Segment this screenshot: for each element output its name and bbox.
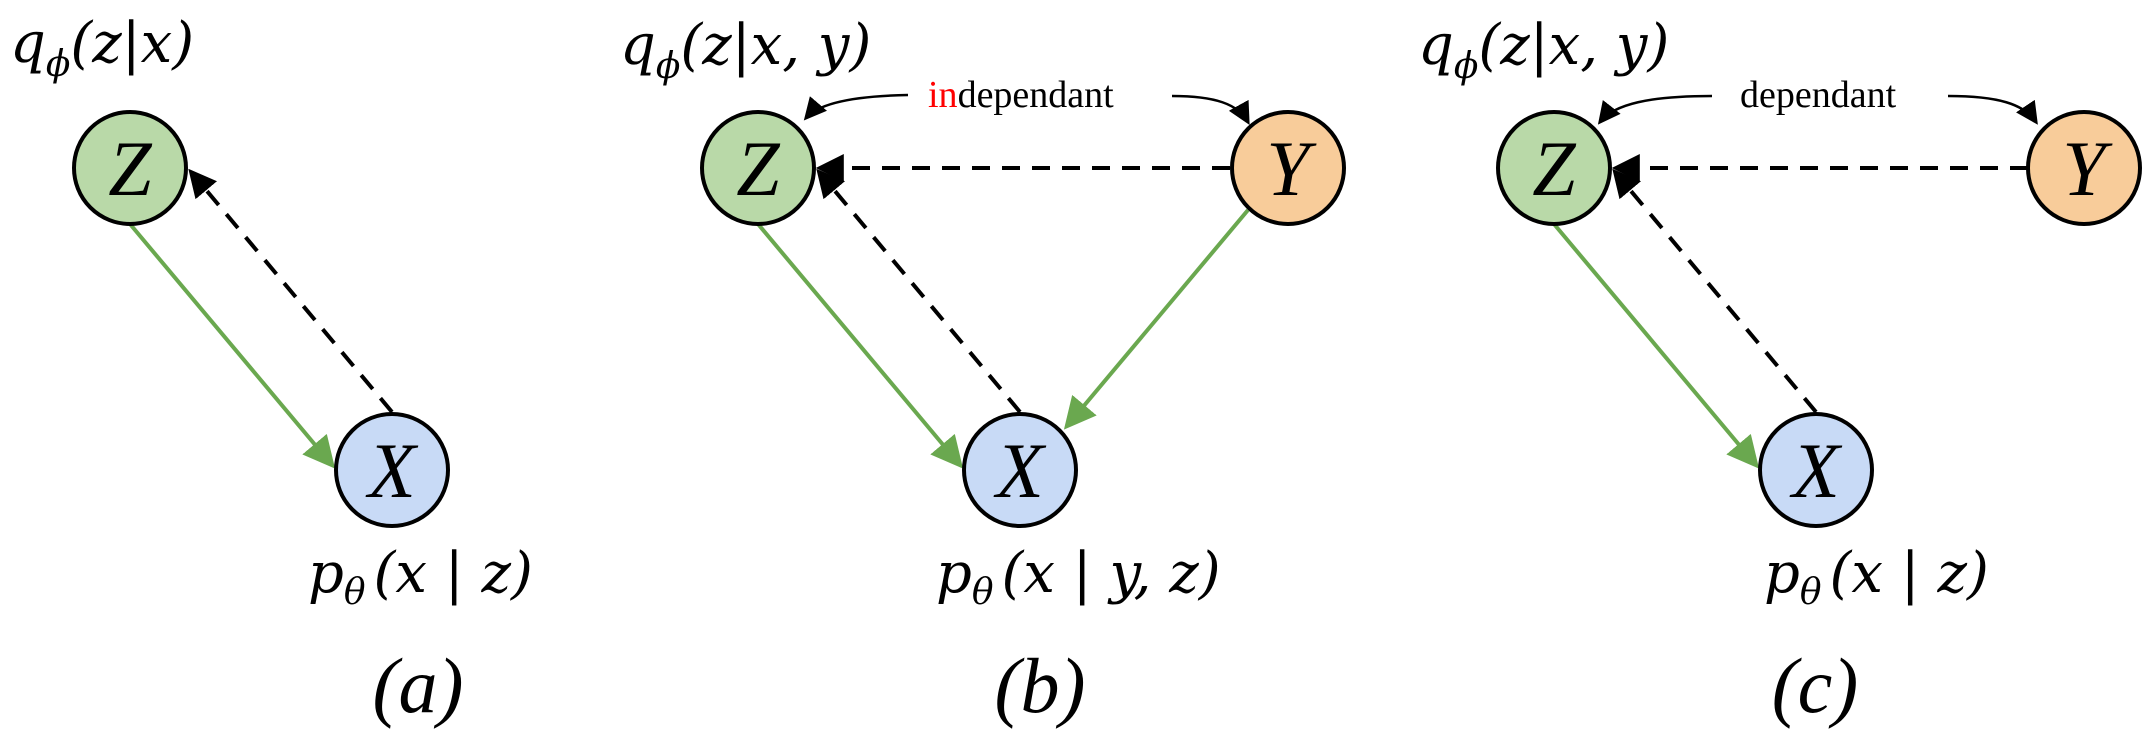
panel-a-node-x: X — [334, 412, 450, 528]
panel-b: qϕ(z|x, y) independant Z Y X pθ(x | y, z… — [620, 13, 1346, 729]
panel-b-q-label: qϕ(z|x, y) — [620, 13, 871, 87]
panel-c-relation-label: dependant — [1740, 74, 1897, 116]
panel-b-inference-edge-x-to-z — [816, 168, 1022, 414]
panel-a-node-z: Z — [72, 110, 188, 226]
panel-c-node-z: Z — [1496, 110, 1612, 226]
svg-text:Y: Y — [2062, 125, 2113, 212]
panel-a-p-label: pθ(x | z) — [308, 541, 533, 613]
panel-b-node-x: X — [962, 412, 1078, 528]
svg-text:X: X — [993, 427, 1047, 514]
svg-text:Z: Z — [736, 125, 781, 212]
panel-b-node-y: Y — [1230, 110, 1346, 226]
panel-c-q-label: qϕ(z|x, y) — [1418, 13, 1669, 87]
panel-b-node-z: Z — [700, 110, 816, 226]
panel-c-node-x: X — [1758, 412, 1874, 528]
panel-b-generative-edge-y-to-x — [1063, 208, 1250, 430]
panel-c-generative-edge-z-to-x — [1552, 222, 1760, 469]
panel-b-relation-arrow-right — [1171, 94, 1250, 125]
panel-c-relation-arrow-right — [1947, 94, 2038, 125]
panel-c-relation-arrow-left — [1597, 94, 1713, 125]
panel-c: qϕ(z|x, y) dependant Z Y X pθ(x | z) (c) — [1418, 13, 2142, 729]
panel-a: qϕ(z|x) Z X pθ(x | z) (a) — [10, 11, 533, 729]
panel-a-inference-edge-x-to-z — [188, 168, 394, 414]
panel-c-caption: (c) — [1772, 642, 1859, 729]
svg-text:X: X — [365, 427, 419, 514]
panel-c-node-y: Y — [2026, 110, 2142, 226]
panel-a-generative-edge-z-to-x — [128, 222, 336, 469]
panel-c-inference-edge-x-to-z — [1612, 168, 1818, 414]
svg-text:Z: Z — [108, 125, 153, 212]
panel-b-p-label: pθ(x | y, z) — [936, 541, 1221, 613]
panel-b-generative-edge-z-to-x — [756, 222, 964, 469]
panel-a-q-label: qϕ(z|x) — [10, 11, 194, 85]
panel-a-caption: (a) — [373, 642, 464, 729]
svg-text:X: X — [1789, 427, 1843, 514]
panel-b-relation-arrow-left — [803, 93, 909, 121]
panel-c-p-label: pθ(x | z) — [1764, 541, 1989, 613]
panel-b-relation-label: independant — [928, 74, 1114, 116]
svg-text:Z: Z — [1532, 125, 1577, 212]
panel-b-caption: (b) — [995, 642, 1086, 729]
svg-text:Y: Y — [1266, 125, 1317, 212]
